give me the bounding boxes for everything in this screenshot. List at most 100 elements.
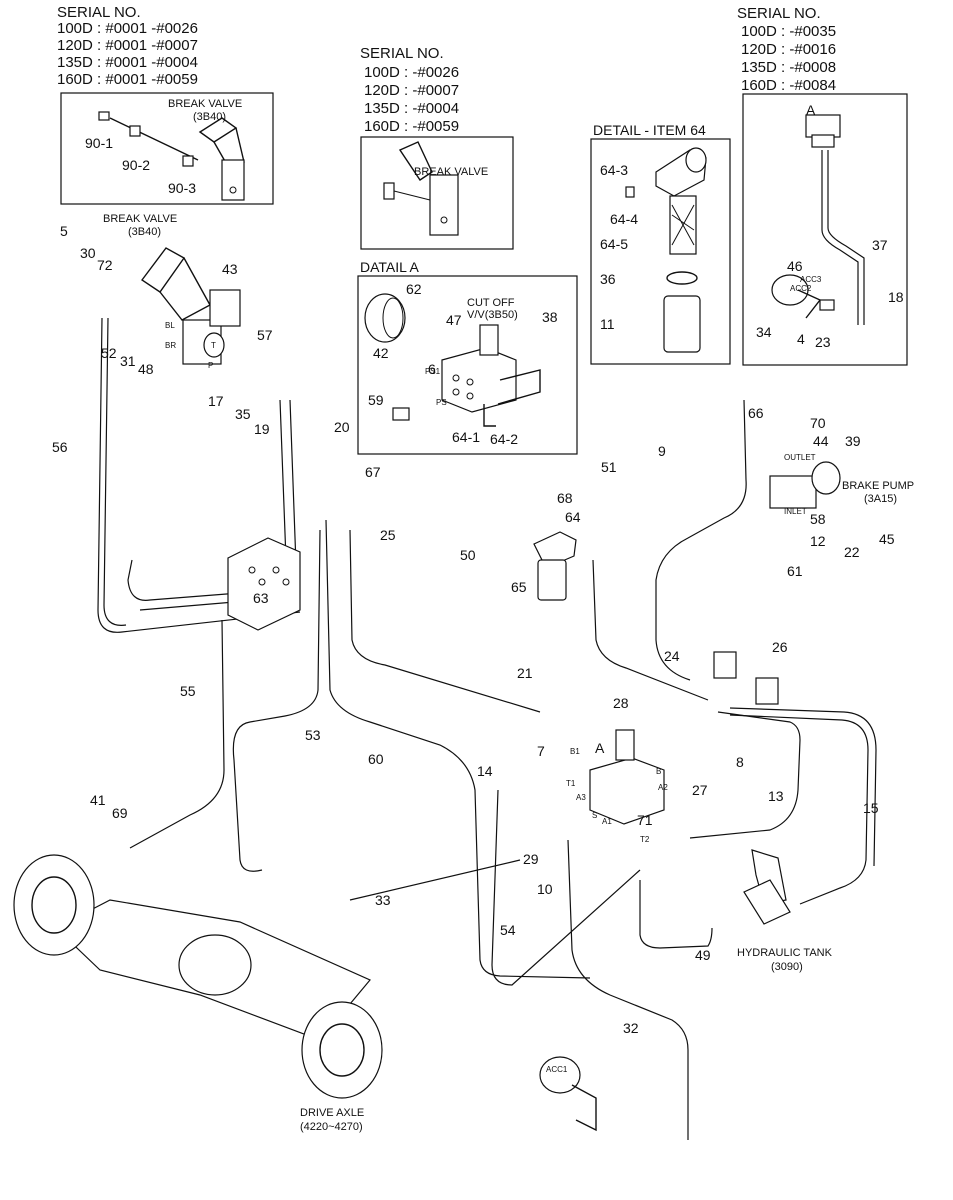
part-label: 64-5 xyxy=(600,236,628,252)
part-label: 5 xyxy=(60,223,68,239)
part-label: 64 xyxy=(565,509,581,525)
part-label: 67 xyxy=(365,464,381,480)
part-label: 70 xyxy=(810,415,826,431)
part-label: 39 xyxy=(845,433,861,449)
serial-title-3: SERIAL NO. xyxy=(737,5,821,22)
part-label: 50 xyxy=(460,547,476,563)
serial-row: 160D : -#0084 xyxy=(741,77,836,94)
part-label: 25 xyxy=(380,527,396,543)
part-label: 65 xyxy=(511,579,527,595)
part-label: 46 xyxy=(787,258,803,274)
part-label: 57 xyxy=(257,327,273,343)
part-label: 23 xyxy=(815,334,831,350)
detail-64-drawing xyxy=(625,147,707,353)
filter-64 xyxy=(533,531,577,601)
part-label: 49 xyxy=(695,947,711,963)
mark: T1 xyxy=(566,779,576,788)
part-label: 22 xyxy=(844,544,860,560)
caption: INLET xyxy=(784,507,807,516)
inset-box-break-valve-1 xyxy=(60,92,274,205)
part-label: 90-3 xyxy=(168,180,196,196)
part-label: 11 xyxy=(600,316,615,332)
serial-row: 120D : #0001 -#0007 xyxy=(57,37,198,54)
part-label: 29 xyxy=(523,851,539,867)
part-label: 34 xyxy=(756,324,772,340)
part-label: 4 xyxy=(797,331,805,347)
mark: A3 xyxy=(576,793,586,802)
caption: (3B40) xyxy=(128,226,161,238)
caption: A xyxy=(595,740,605,756)
mark: PS xyxy=(436,398,447,407)
part-label: 15 xyxy=(863,800,879,816)
caption: OUTLET xyxy=(784,453,816,462)
caption: BREAK VALVE xyxy=(414,166,488,178)
mark: S xyxy=(592,811,597,820)
break-valve-inset-1 xyxy=(98,111,245,201)
mark: A2 xyxy=(658,783,668,792)
part-label: 52 xyxy=(101,345,117,361)
caption: BREAK VALVE xyxy=(168,98,242,110)
brake-pump xyxy=(769,461,841,509)
part-label: 66 xyxy=(748,405,764,421)
part-label: 90-2 xyxy=(122,157,150,173)
mark: B1 xyxy=(570,747,580,756)
caption: DRIVE AXLE xyxy=(300,1107,364,1119)
serial-row: 135D : -#0004 xyxy=(364,100,459,117)
part-label: 53 xyxy=(305,727,321,743)
small-marks: BL BR T P PS1 PS ACC3 ACC2 ACC1 B1 T1 A3… xyxy=(165,275,822,1074)
break-valve-main xyxy=(140,247,241,365)
part-label: 42 xyxy=(373,345,389,361)
serial-row: 120D : -#0007 xyxy=(364,82,459,99)
serial-row: 135D : -#0008 xyxy=(741,59,836,76)
part-label: 31 xyxy=(120,353,136,369)
part-label: 27 xyxy=(692,782,708,798)
part-label: 64-1 xyxy=(452,429,480,445)
part-label: 37 xyxy=(872,237,888,253)
mark: PS1 xyxy=(425,367,441,376)
part-label: 47 xyxy=(446,312,462,328)
part-label: 38 xyxy=(542,309,558,325)
part-label: 69 xyxy=(112,805,128,821)
part-label: 20 xyxy=(334,419,350,435)
part-label: 30 xyxy=(80,245,96,261)
part-label: 12 xyxy=(810,533,826,549)
part-label: 64-3 xyxy=(600,162,628,178)
part-label: 41 xyxy=(90,792,106,808)
mark: ACC3 xyxy=(800,275,822,284)
inset-box-accumulator xyxy=(742,93,908,366)
inset-box-detail-64 xyxy=(590,138,731,365)
mark: ACC1 xyxy=(546,1065,568,1074)
part-label: 56 xyxy=(52,439,68,455)
mark: T xyxy=(211,341,216,350)
part-label: 44 xyxy=(813,433,829,449)
part-label: 63 xyxy=(253,590,269,606)
part-label: 26 xyxy=(772,639,788,655)
serial-row: 100D : #0001 -#0026 xyxy=(57,20,198,37)
part-label: 55 xyxy=(180,683,196,699)
serial-row: 100D : -#0035 xyxy=(741,23,836,40)
caption: (3B40) xyxy=(193,111,226,123)
detail-a-header: DATAIL A xyxy=(360,259,420,275)
inset-box-detail-a xyxy=(357,275,578,455)
mark: BR xyxy=(165,341,176,350)
serial-title-2: SERIAL NO. xyxy=(360,45,444,62)
detail-a-drawing xyxy=(364,293,541,427)
part-label: 51 xyxy=(601,459,617,475)
serial-block-1: SERIAL NO. 100D : #0001 -#0026 120D : #0… xyxy=(57,4,198,88)
part-label: 68 xyxy=(557,490,573,506)
serial-title-1: SERIAL NO. xyxy=(57,4,141,21)
serial-block-3: SERIAL NO. 100D : -#0035 120D : -#0016 1… xyxy=(737,5,836,94)
caption: A xyxy=(806,102,816,118)
break-valve-inset-2 xyxy=(383,141,459,236)
part-label: 35 xyxy=(235,406,251,422)
accumulator-inset-drawing xyxy=(771,114,865,325)
part-label: 18 xyxy=(888,289,904,305)
caption: (3090) xyxy=(771,961,803,973)
part-label: 14 xyxy=(477,763,493,779)
part-label: 60 xyxy=(368,751,384,767)
serial-row: 160D : -#0059 xyxy=(364,118,459,135)
part-label: 24 xyxy=(664,648,680,664)
caption: V/V(3B50) xyxy=(467,309,518,321)
